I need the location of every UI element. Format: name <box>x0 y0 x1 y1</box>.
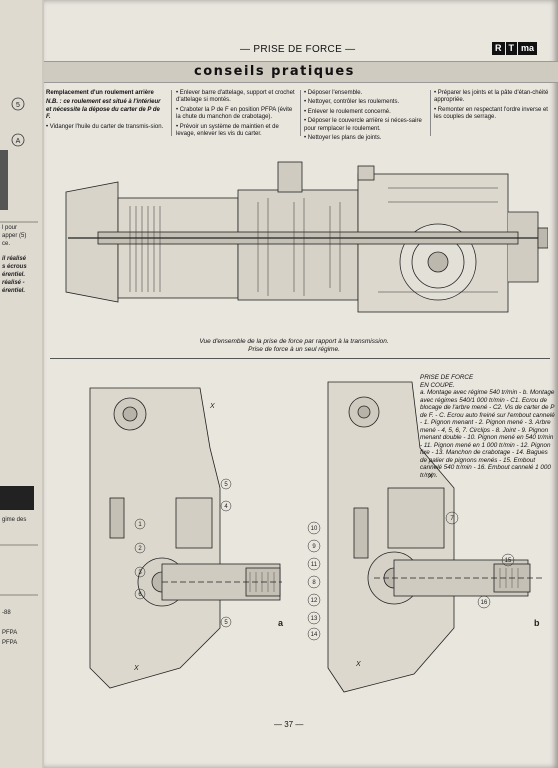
prev-line: s écrous <box>2 264 27 270</box>
callout-a-6: 6 <box>138 592 142 598</box>
column-note: N.B. : ce roulement est situé à l'intéri… <box>46 99 161 121</box>
column-item: • Nettoyer, contrôler les roulements. <box>304 99 400 106</box>
publisher-logo: R T ma <box>492 42 538 55</box>
legend-title-line: PRISE DE FORCE <box>420 374 474 381</box>
legend-body: a. Montage avec régime 540 tr/min - b. M… <box>420 389 555 479</box>
callout-b-13: 13 <box>311 616 318 622</box>
column-item: • Craboter la P de F en position PFPA (é… <box>176 106 293 121</box>
column-item: • Enlever le roulement concerné. <box>304 108 391 115</box>
x-mark: X <box>355 661 361 668</box>
column-item: • Préparer les joints et la pâte d'étan-… <box>434 90 549 104</box>
figure-b-label: b <box>534 618 540 628</box>
column-item: • Enlever barre d'attelage, support et c… <box>176 90 295 104</box>
x-mark: X <box>209 403 215 410</box>
prev-line: apper (5) <box>2 233 27 239</box>
overview-caption: Vue d'ensemble de la prise de force par … <box>94 338 494 354</box>
prev-line: PFPA <box>2 630 18 636</box>
logo-letter: T <box>505 42 517 55</box>
x-mark: X <box>133 665 139 672</box>
prev-line: érentiel. <box>2 288 26 294</box>
prev-line: -88 <box>2 610 11 616</box>
callout-b-11: 11 <box>311 562 318 568</box>
column-item: • Déposer le couvercle arrière si néces-… <box>304 118 422 132</box>
column-divider <box>171 90 172 136</box>
transmission-overview-figure <box>65 161 548 313</box>
column-item: • Prévoir un système de maintien et de l… <box>176 123 279 138</box>
page-37: — PRISE DE FORCE — R T ma conseils prati… <box>44 0 558 768</box>
callout-b-10: 10 <box>311 526 318 532</box>
callout-b-9: 9 <box>312 544 316 550</box>
column-divider <box>430 90 431 136</box>
column-item: • Déposer l'ensemble. <box>304 90 363 96</box>
callout-b-15: 15 <box>505 558 512 564</box>
column-heading: Remplacement d'un roulement arrière <box>46 90 154 96</box>
callout-a-5b: 5 <box>224 620 228 626</box>
pto-section-figure-b: 10 9 11 8 12 13 14 15 16 7 X X <box>307 381 544 693</box>
callout-a-2: 2 <box>138 546 142 552</box>
prev-line: érentiel. <box>2 272 26 278</box>
section-banner: conseils pratiques <box>44 61 558 83</box>
previous-page-art: 5 A <box>0 97 38 596</box>
callout-b-16: 16 <box>481 600 488 606</box>
prev-line: l pour <box>2 225 18 231</box>
column-1: Remplacement d'un roulement arrière N.B.… <box>46 90 166 133</box>
column-item: • Vidanger l'huile du carter de transmis… <box>46 123 164 130</box>
page-number: — 37 — <box>274 720 304 729</box>
figure-a-label: a <box>278 618 284 628</box>
prev-line: réalisé - <box>2 280 25 286</box>
prev-circle-5: 5 <box>16 102 20 109</box>
column-item: • Remonter en respectant l'ordre inverse… <box>434 106 548 121</box>
logo-letter: R <box>492 42 505 55</box>
callout-b-14: 14 <box>311 632 318 638</box>
logo-letter: ma <box>518 42 538 55</box>
pto-section-figure-a: 1 2 3 6 5 4 5 X X a <box>89 387 284 689</box>
column-4: • Préparer les joints et la pâte d'étan-… <box>434 90 552 124</box>
page-title: — PRISE DE FORCE — <box>240 44 356 55</box>
callout-a-4: 4 <box>224 504 228 510</box>
column-divider <box>300 90 301 136</box>
caption-line: Vue d'ensemble de la prise de force par … <box>199 338 389 345</box>
callout-b-12: 12 <box>311 598 318 604</box>
banner-title: conseils pratiques <box>194 64 355 79</box>
prev-line: gime des <box>2 517 27 523</box>
figure-legend: PRISE DE FORCE EN COUPE. a. Montage avec… <box>420 374 556 479</box>
prev-line: il réalisé <box>2 256 27 262</box>
legend-title-line: EN COUPE. <box>420 381 455 389</box>
section-divider <box>50 358 550 359</box>
prev-line: ce. <box>2 241 11 247</box>
x-mark: X <box>427 473 433 480</box>
column-3: • Déposer l'ensemble. • Nettoyer, contrô… <box>304 90 426 144</box>
column-2: • Enlever barre d'attelage, support et c… <box>176 90 296 140</box>
prev-circle-a: A <box>16 138 21 145</box>
callout-a-3: 3 <box>138 570 142 576</box>
column-item: • Nettoyer les plans de joints. <box>304 135 382 142</box>
prev-line: PFPA <box>2 640 18 646</box>
callout-b-7: 7 <box>450 516 454 522</box>
callout-a-1: 1 <box>138 522 142 528</box>
callout-a-5: 5 <box>224 482 228 488</box>
previous-page-strip: 5 A l pour apper (5) ce. il réalisé s éc… <box>0 0 42 768</box>
caption-line: Prise de force à un seul régime. <box>248 346 340 353</box>
callout-b-8: 8 <box>312 580 316 586</box>
